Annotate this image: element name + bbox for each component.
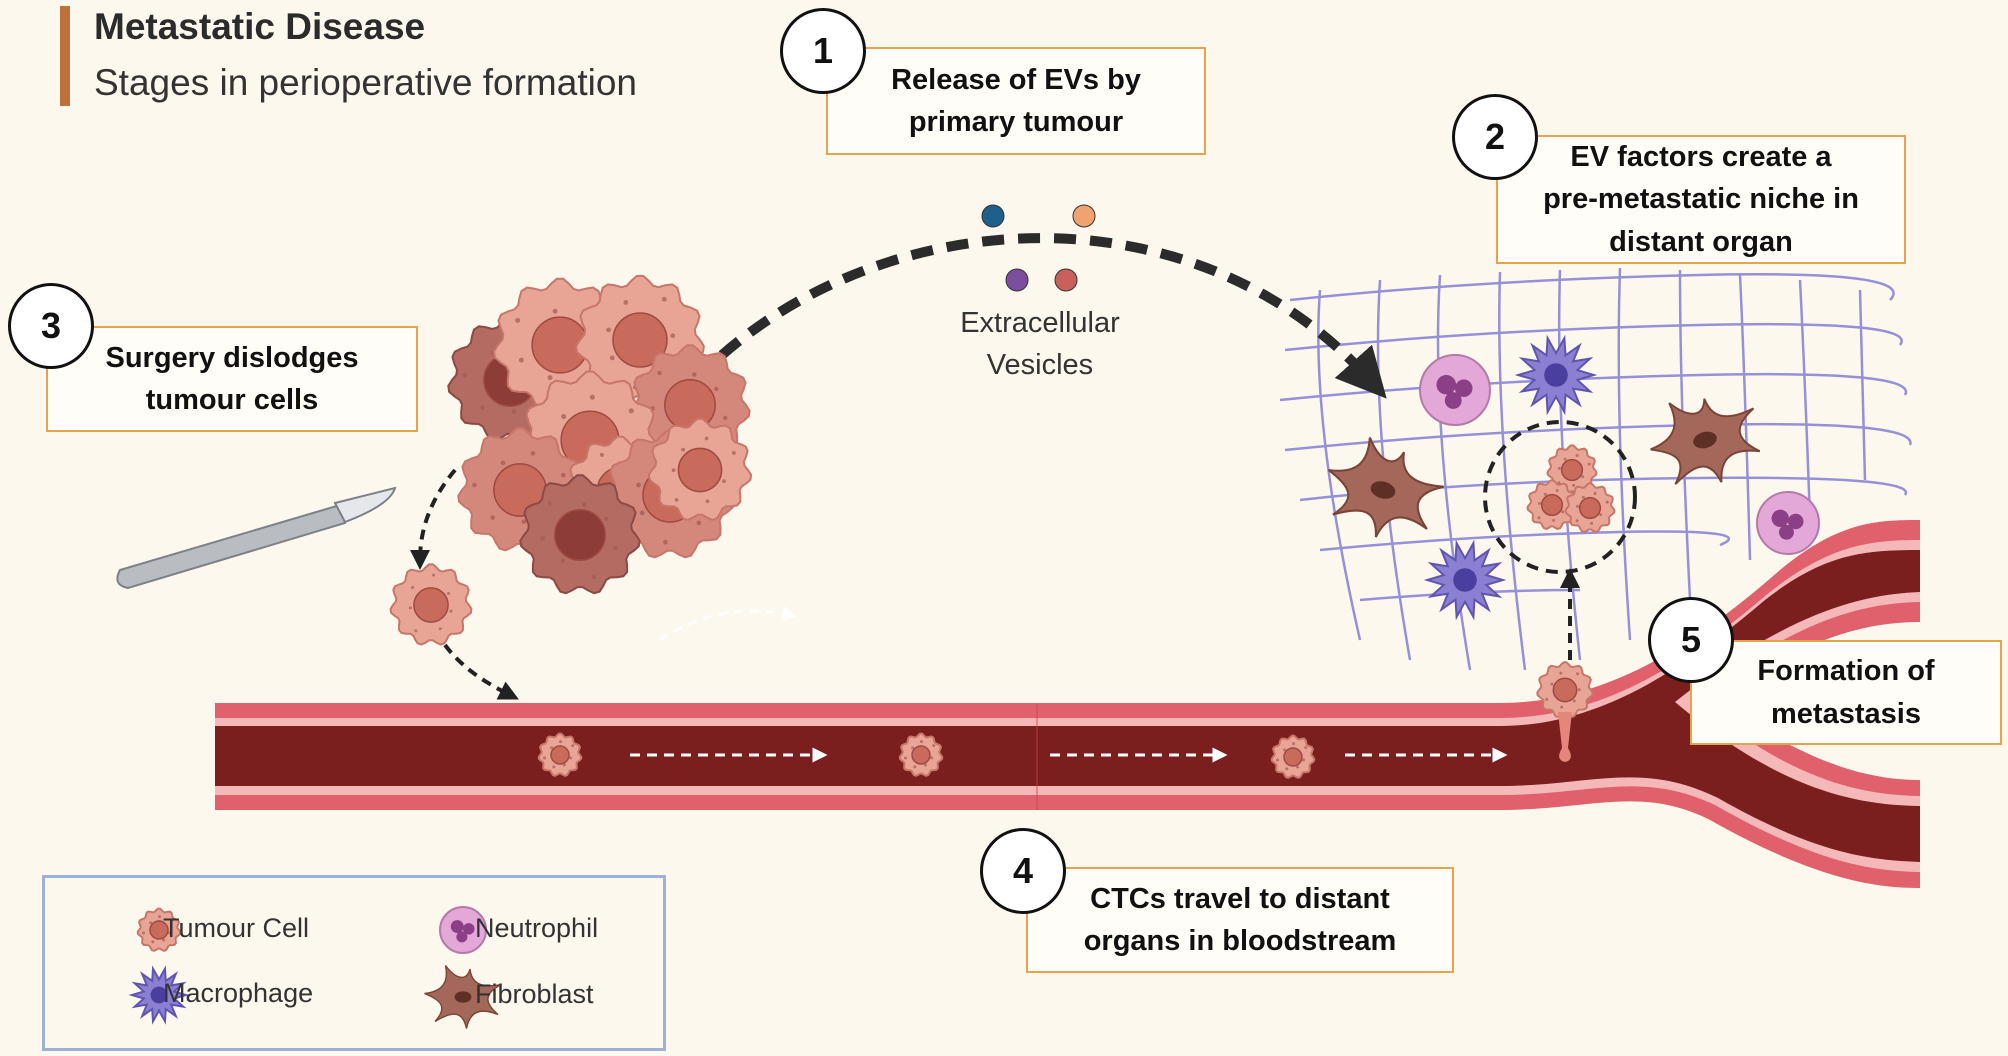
niche-fibroblast: [1327, 437, 1444, 538]
step-5-number: 5: [1648, 597, 1734, 683]
macrophage-icon: [128, 965, 190, 1025]
fibroblast-icon: [424, 965, 502, 1029]
extracellular-vesicles-label: Extracellular Vesicles: [940, 302, 1140, 386]
page-title: Metastatic Disease: [94, 6, 426, 47]
cells-layer: [389, 274, 1820, 779]
neutrophil-icon: [439, 906, 487, 954]
step-3-box: Surgery dislodges tumour cells: [46, 326, 418, 432]
step-2-text-line1: EV factors create a: [1570, 141, 1832, 174]
circulating-tumour-cell: [537, 732, 583, 777]
blood-vessel: [215, 520, 1920, 888]
niche-neutrophil: [1756, 491, 1820, 555]
extracellular-vesicle: [981, 204, 1005, 228]
step-4-text-line1: CTCs travel to distant: [1090, 882, 1390, 915]
step-5-box: Formation of metastasis: [1690, 640, 2002, 745]
primary-tumour-cell: [519, 474, 641, 595]
step-1-box: Release of EVs by primary tumour: [826, 47, 1206, 155]
step-4-number: 4: [980, 828, 1066, 914]
step-1-text-line2: primary tumour: [908, 106, 1124, 138]
niche-macrophage: [1514, 334, 1598, 416]
legend-label-tumour-cell: Tumour Cell: [163, 913, 310, 943]
extravasating-tumour-cell: [1536, 661, 1594, 719]
step-2-number: 2: [1452, 94, 1538, 180]
extravasation-stream: [1558, 712, 1572, 762]
extracellular-vesicle: [1072, 204, 1096, 228]
legend-icons: [128, 906, 502, 1029]
dislodged-tumour-cell: [389, 563, 473, 646]
step-2-text-line3: distant organ: [1609, 225, 1793, 258]
niche-neutrophil: [1419, 354, 1491, 426]
ev-label-line1: Extracellular: [960, 307, 1120, 339]
step-3-text-line2: tumour cells: [145, 384, 319, 416]
tumour-cell-icon: [136, 907, 182, 952]
niche-circle: [1483, 420, 1637, 574]
faint-arrow: [659, 606, 798, 642]
header-accent-bar: [60, 6, 70, 106]
step-1-text-line1: Release of EVs by: [891, 63, 1141, 96]
legend-label-neutrophil: Neutrophil: [475, 913, 599, 943]
metastasis-tumour-cell: [1564, 482, 1616, 533]
step-4-box: CTCs travel to distant organs in bloodstr…: [1026, 867, 1454, 973]
legend-label-fibroblast: Fibroblast: [475, 979, 594, 1009]
step-3-number: 3: [8, 283, 94, 369]
extracellular-vesicle: [1005, 268, 1029, 292]
scalpel-icon: [116, 486, 397, 590]
step-4-text-line2: organs in bloodstream: [1083, 925, 1397, 957]
dislodge-arrow-to-vessel: [443, 643, 519, 700]
metastasis-tumour-cell: [1546, 444, 1598, 495]
niche-macrophage: [1423, 539, 1507, 621]
step-2-box: EV factors create a pre-metastatic niche …: [1496, 135, 1906, 264]
primary-tumour-cell: [647, 417, 753, 521]
dislodge-arrow-down: [410, 468, 457, 570]
step-5-text-line2: metastasis: [1771, 697, 1921, 730]
metastasis-tumour-cell: [1526, 479, 1578, 530]
step-5-text-line1: Formation of: [1757, 655, 1935, 688]
step-2-text-line2: pre-metastatic niche in: [1543, 183, 1859, 216]
legend-label-macrophage: Macrophage: [163, 978, 314, 1008]
step-1-number: 1: [780, 8, 866, 94]
page-subtitle: Stages in perioperative formation: [94, 62, 637, 103]
extracellular-vesicles: [981, 204, 1096, 292]
circulating-tumour-cell: [898, 732, 944, 777]
extracellular-vesicle: [1054, 268, 1078, 292]
niche-fibroblast: [1650, 398, 1761, 485]
step-3-text-line1: Surgery dislodges: [105, 341, 359, 374]
circulating-tumour-cell: [1270, 734, 1316, 779]
ev-label-line2: Vesicles: [986, 349, 1094, 382]
legend: Tumour Cell Neutrophil Macrophage Fibrob…: [42, 875, 666, 1051]
